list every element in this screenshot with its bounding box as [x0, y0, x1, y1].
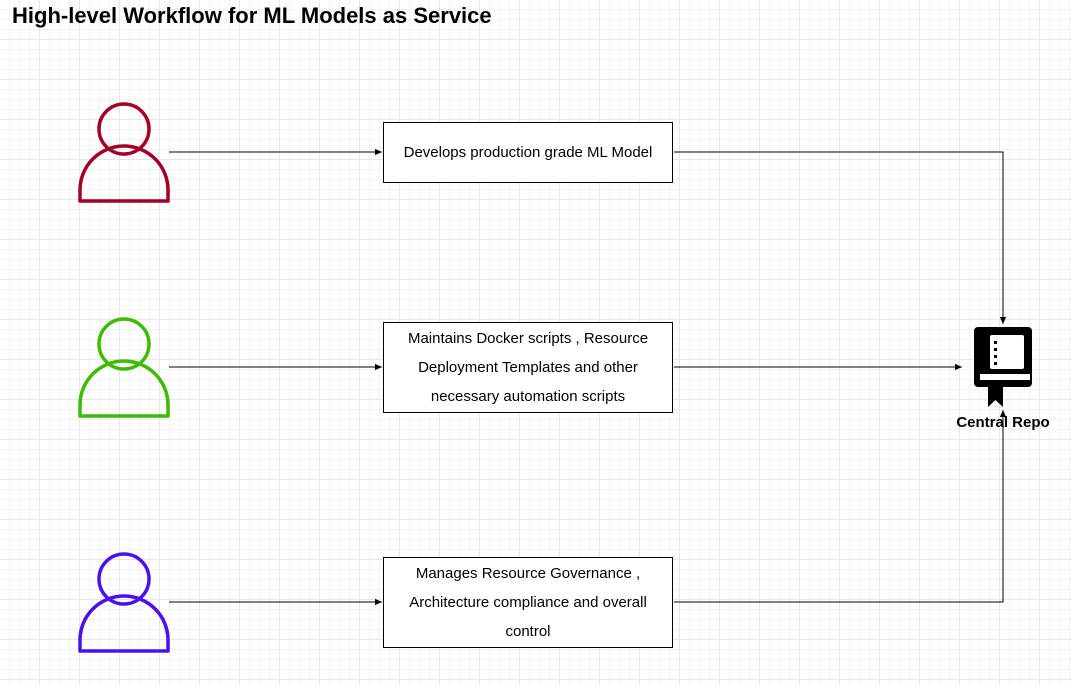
task-box-governance: Manages Resource Governance , Architectu…: [383, 557, 673, 648]
arrow-task-3-to-repo: [674, 410, 1007, 603]
user-icon: [78, 102, 170, 203]
task-label: Develops production grade ML Model: [403, 144, 653, 161]
user-icon: [78, 552, 170, 653]
user-icon: [78, 317, 170, 418]
central-repo-label: Central Repo: [956, 414, 1050, 431]
task-box-develop-model: Develops production grade ML Model: [383, 122, 673, 183]
book-icon: [974, 327, 1032, 407]
arrow-task-1-to-repo: [674, 151, 1007, 324]
task-label: Manages Resource Governance , Architectu…: [409, 565, 647, 640]
diagram-title: High-level Workflow for ML Models as Ser…: [12, 3, 492, 28]
task-label: Maintains Docker scripts , Resource Depl…: [407, 330, 649, 405]
task-box-maintain-scripts: Maintains Docker scripts , Resource Depl…: [383, 322, 673, 413]
